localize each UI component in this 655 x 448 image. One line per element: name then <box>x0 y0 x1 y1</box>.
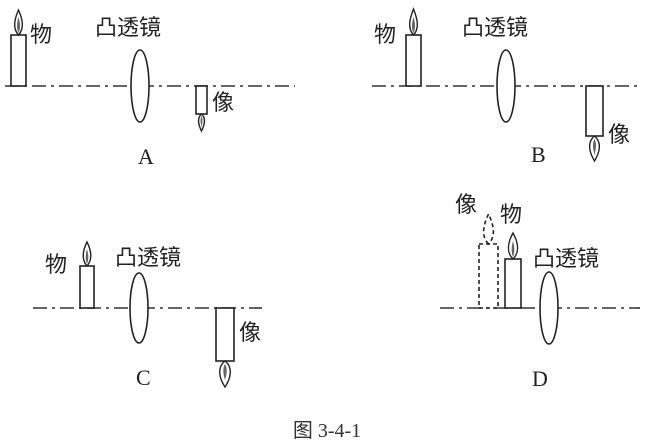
object-label: 物 <box>500 203 522 228</box>
object-candle <box>10 8 27 87</box>
panel-letter: A <box>138 144 154 169</box>
figure-caption: 图 3-4-1 <box>293 420 361 442</box>
image-label: 像 <box>239 321 261 346</box>
panel-c: 物 凸透镜 像 C <box>33 240 262 390</box>
panel-letter: D <box>532 366 548 391</box>
convex-lens <box>539 271 559 345</box>
image-label: 像 <box>608 123 630 148</box>
panel-d: 像 物 凸透镜 D <box>440 193 640 391</box>
object-label: 物 <box>30 23 52 48</box>
panel-letter: C <box>136 365 151 390</box>
lens-label: 凸透镜 <box>115 246 181 271</box>
convex-lens <box>130 49 150 123</box>
image-label: 像 <box>455 193 477 218</box>
virtual-image-candle-dashed <box>478 212 499 309</box>
panel-letter: B <box>531 142 546 167</box>
image-candle-inverted <box>585 85 604 163</box>
image-candle-inverted <box>215 307 235 389</box>
object-label: 物 <box>45 253 67 278</box>
object-candle <box>405 7 422 87</box>
lens-label: 凸透镜 <box>95 16 161 41</box>
panel-a: 物 凸透镜 像 A <box>5 8 295 169</box>
object-candle <box>504 231 522 309</box>
lens-label: 凸透镜 <box>462 16 528 41</box>
lens-label: 凸透镜 <box>533 247 599 272</box>
image-label: 像 <box>212 91 234 116</box>
convex-lens <box>496 49 516 123</box>
object-candle <box>79 240 95 309</box>
object-label: 物 <box>374 23 396 48</box>
image-candle-inverted <box>195 85 208 133</box>
convex-lens <box>129 272 149 344</box>
panel-b: 物 凸透镜 像 B <box>372 7 640 167</box>
